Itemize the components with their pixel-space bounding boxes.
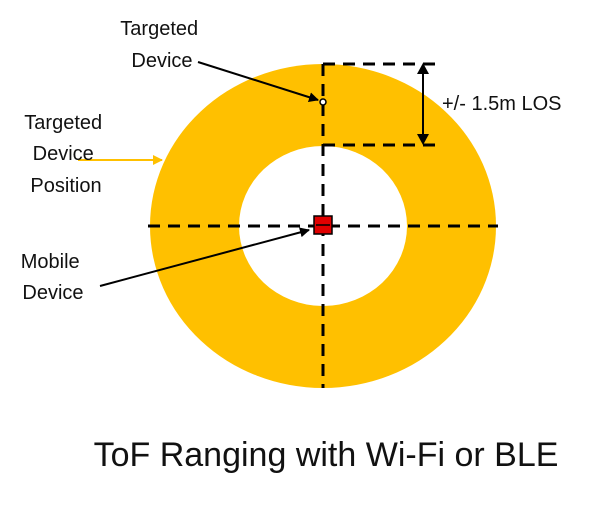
targeted-device-label: Targeted Device xyxy=(120,18,203,72)
targeted-device-position-label-line-1: Targeted xyxy=(24,112,102,134)
targeted-device-marker xyxy=(319,98,327,106)
mobile-device-label-line-1: Mobile xyxy=(21,251,80,273)
mobile-device-label: Mobile Device xyxy=(21,251,85,304)
targeted-device-pointer xyxy=(197,61,319,103)
mobile-device-label-line-2: Device xyxy=(22,282,83,304)
mobile-device-pointer xyxy=(99,227,310,287)
range-annotation-label: +/- 1.5m LOS xyxy=(442,93,562,115)
range-arrow-head-top xyxy=(417,63,429,74)
range-arrow-head-bottom xyxy=(417,134,429,145)
targeted-device-position-label: Targeted Device Position xyxy=(24,112,107,197)
targeted-device-label-line-2: Device xyxy=(131,50,192,72)
diagram-caption: ToF Ranging with Wi-Fi or BLE xyxy=(94,436,559,474)
targeted-device-position-label-line-3: Position xyxy=(30,175,101,197)
targeted-device-label-line-1: Targeted xyxy=(120,18,198,40)
targeted-device-position-label-line-2: Device xyxy=(33,143,94,165)
